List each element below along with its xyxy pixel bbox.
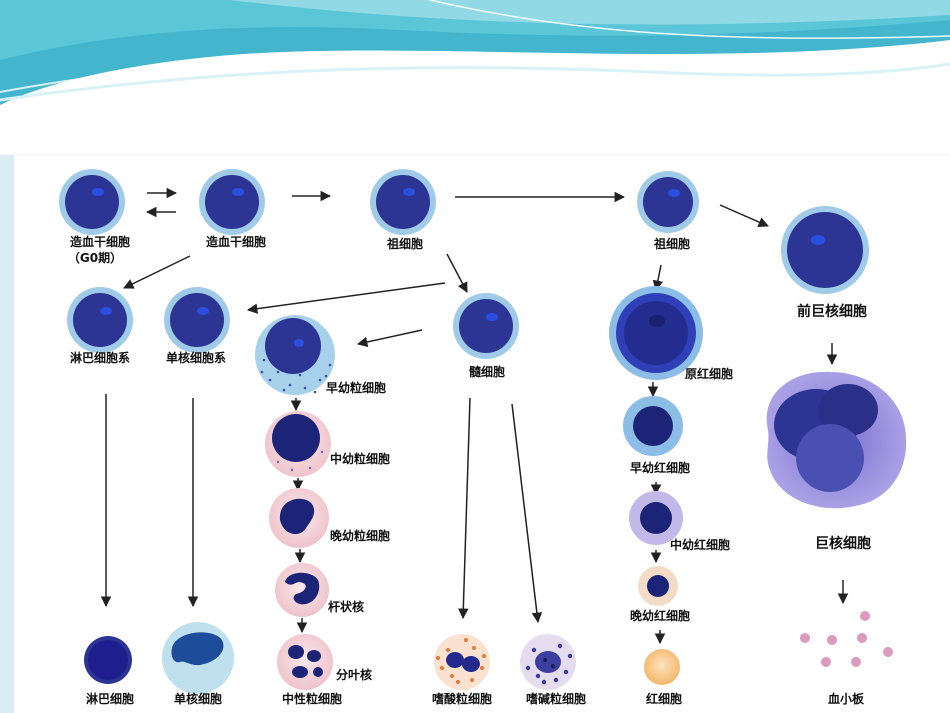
arrow-progenitor-to-myeloid [446, 253, 468, 293]
label-myelocyte: 中幼粒细胞 [330, 451, 390, 466]
label-lymphoid: 淋巴细胞系 [70, 350, 130, 365]
cell-progenitor-b [637, 171, 699, 233]
label-early-normoblast: 早幼红细胞 [630, 460, 690, 475]
cell-hsc [199, 169, 265, 235]
arrow-to-eosinophil [458, 397, 471, 620]
label-promyelocyte: 早幼粒细胞 [326, 380, 386, 395]
arrow-hsc-to-lymphoid [123, 255, 191, 289]
label-metamyelocyte: 晚幼粒细胞 [330, 528, 390, 543]
left-band [0, 155, 14, 713]
cell-early-normoblast [623, 396, 683, 456]
label-proerythroblast: 原红细胞 [685, 366, 733, 381]
label-intermediate-normoblast: 中幼红细胞 [670, 537, 730, 552]
label-monocyte: 单核细胞 [174, 691, 222, 706]
cell-erythrocyte [644, 649, 680, 685]
label-hsc-g0: 造血干细胞 [70, 234, 130, 249]
label-monocytic: 单核细胞系 [166, 350, 226, 365]
cell-megakaryocyte [766, 371, 907, 509]
label-platelet: 血小板 [828, 691, 865, 706]
arrow-to-monocytic [246, 282, 446, 314]
cell-promyelocyte [255, 315, 335, 395]
cell-eosinophil [434, 634, 490, 690]
cell-promegakaryocyte [781, 206, 869, 294]
label-late-normoblast: 晚幼红细胞 [630, 608, 690, 623]
arrow-myeloid-to-promyelocyte [356, 329, 423, 348]
cell-metamyelocyte [269, 488, 329, 548]
header-decoration [0, 0, 950, 105]
label-eosinophil: 嗜酸粒细胞 [432, 691, 492, 706]
label-megakaryocyte: 巨核细胞 [815, 535, 871, 552]
label-erythrocyte: 红细胞 [646, 691, 682, 706]
cell-proerythroblast [609, 286, 703, 380]
cell-monocyte [162, 622, 234, 694]
label-promegakaryocyte: 前巨核细胞 [797, 303, 867, 320]
cell-basophil [520, 634, 576, 690]
arrow-to-promegakaryocyte [719, 204, 769, 228]
cell-lymphocyte [84, 636, 132, 684]
cell-hsc-g0 [59, 169, 125, 235]
label-progenitor-b: 祖细胞 [653, 236, 690, 251]
label-band: 杆状核 [328, 599, 364, 614]
cell-segmented [277, 634, 333, 690]
cell-intermediate-normoblast [629, 491, 683, 545]
cell-lymphoid [67, 287, 133, 353]
cell-myelocyte [265, 411, 331, 477]
arrow-to-proerythroblast [652, 264, 664, 292]
cell-late-normoblast [638, 566, 678, 606]
label-myeloid: 髓细胞 [469, 364, 505, 379]
label-lymphocyte: 淋巴细胞 [86, 691, 134, 706]
cell-monocytic [164, 287, 230, 353]
cell-band [275, 563, 329, 617]
cell-myeloid [453, 293, 519, 359]
label-neutrophil: 中性粒细胞 [282, 691, 342, 706]
label-hsc: 造血干细胞 [206, 234, 266, 249]
label-segmented: 分叶核 [336, 667, 372, 682]
label-basophil: 嗜碱粒细胞 [526, 691, 586, 706]
platelets [800, 611, 893, 667]
arrow-to-basophil [511, 403, 543, 624]
label-progenitor-a: 祖细胞 [386, 236, 423, 251]
label-hsc-g0-sub: （G0期） [68, 250, 122, 265]
cell-progenitor-a [370, 169, 436, 235]
